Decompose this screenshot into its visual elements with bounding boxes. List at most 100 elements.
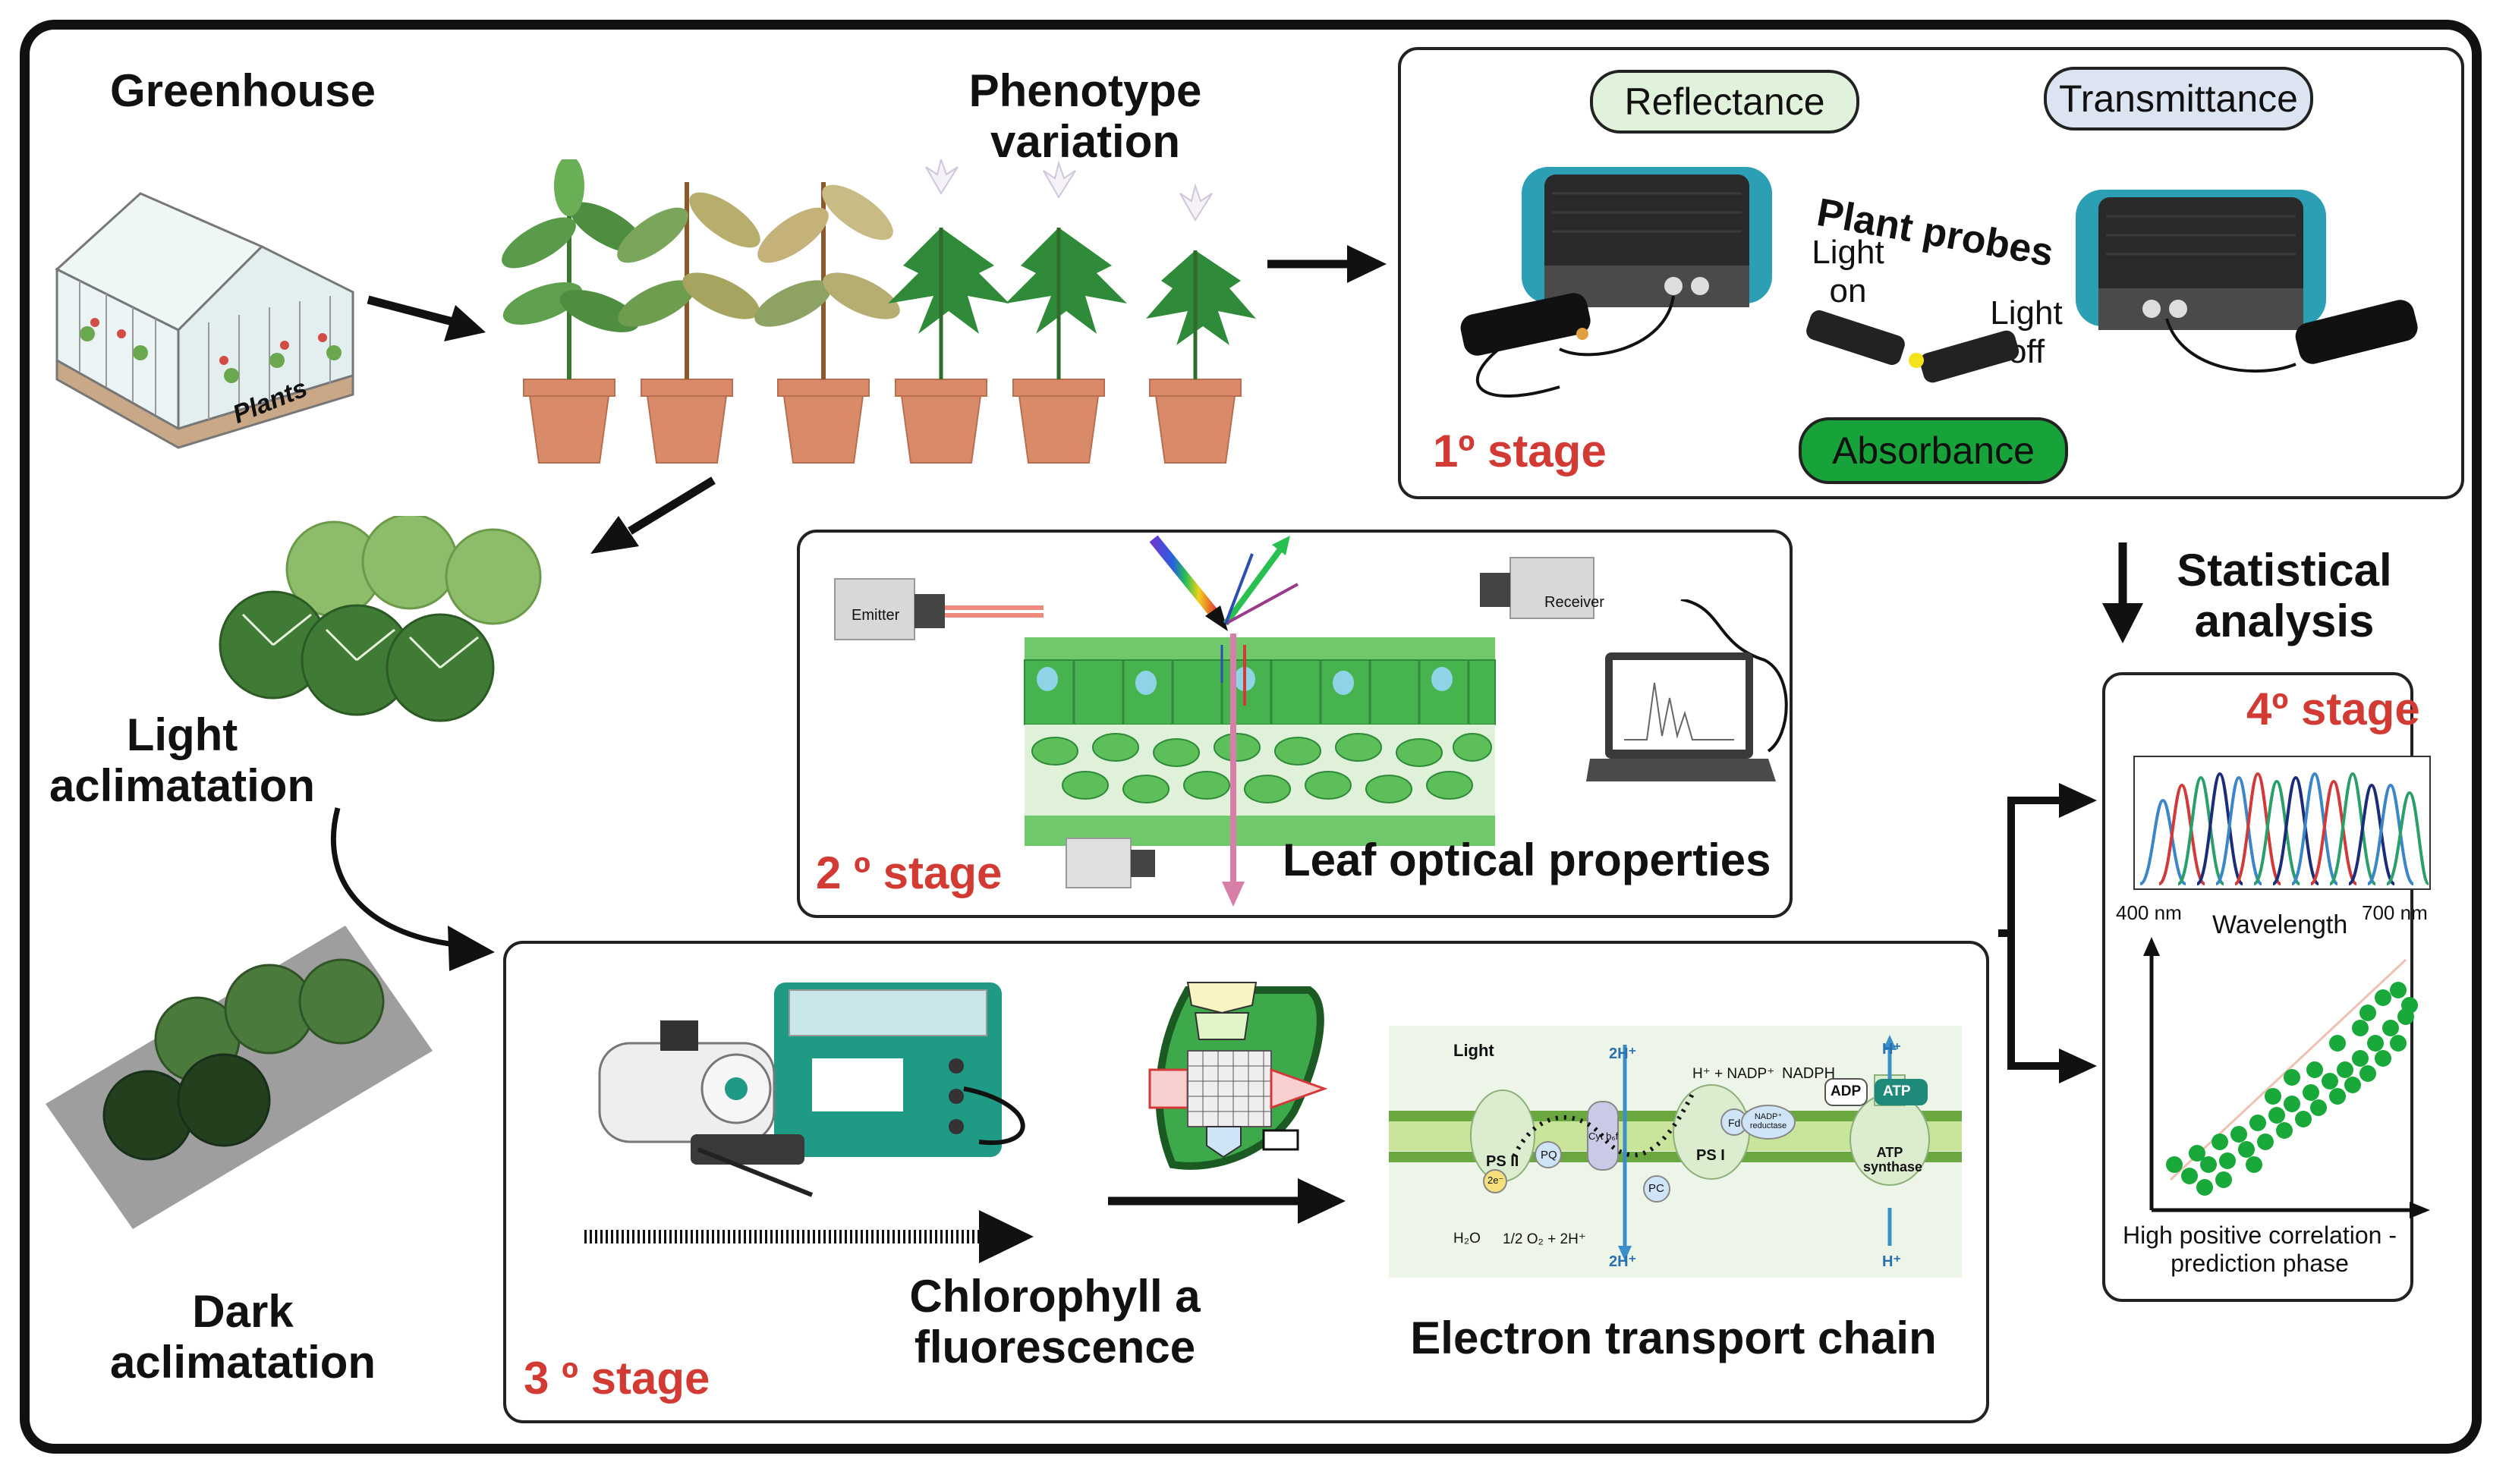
thylakoid-membrane-icon: Light 2H⁺ H⁺ + NADP⁺ NADPH H⁺ ADP ATP PS…	[1389, 1026, 1962, 1278]
light-off-line1: Light	[1990, 294, 2063, 332]
laptop-icon	[1586, 599, 1788, 781]
scatter-point	[2265, 1088, 2281, 1105]
etc-ps2: PS II	[1486, 1153, 1519, 1170]
scatter-plot-icon	[2143, 937, 2430, 1218]
scatter-point	[2359, 1065, 2376, 1082]
scatter-point	[2375, 1050, 2391, 1067]
scatter-point	[2230, 1126, 2247, 1143]
greenhouse-icon	[55, 192, 354, 449]
scatter-point	[2352, 1020, 2369, 1036]
light-leaves-icon	[219, 516, 542, 722]
etc-2h-bottom: 2H⁺	[1609, 1253, 1637, 1270]
stage4-label: 4º stage	[2246, 684, 2420, 734]
leaf-probe-icon	[1460, 293, 1591, 356]
chlorophyll-line2: fluorescence	[914, 1322, 1196, 1373]
emitter-icon	[834, 578, 1044, 640]
scatter-point	[2352, 1050, 2369, 1067]
etc-ps1: PS I	[1696, 1147, 1725, 1164]
phenotype-title-line1: Phenotype	[968, 65, 1202, 116]
scatter-point	[2303, 1084, 2319, 1101]
etc-light: Light	[1453, 1041, 1494, 1060]
phenotype-title: Phenotype variation	[918, 65, 1252, 167]
statistical-line2: analysis	[2194, 596, 2375, 647]
chlorophyll-line1: Chlorophyll a	[909, 1271, 1201, 1322]
statistical-line1: Statistical	[2177, 545, 2392, 596]
reflectance-pill: Reflectance	[1590, 70, 1859, 134]
correlation-label: High positive correlation - prediction p…	[2110, 1221, 2410, 1278]
scatter-point	[2329, 1088, 2346, 1105]
leaf-optical-title: Leaf optical properties	[1283, 835, 1771, 885]
chlorophyll-title: Chlorophyll a fluorescence	[873, 1271, 1237, 1372]
plant-row-icon	[502, 159, 1256, 464]
receiver-label: Receiver	[1544, 594, 1604, 611]
arrow-down-left-icon	[590, 476, 716, 554]
membrane-svg	[1389, 1035, 1962, 1261]
scatter-point	[2284, 1069, 2300, 1086]
leaf-clip-probe-icon	[1806, 310, 2019, 383]
light-on-line2: on	[1829, 272, 1867, 310]
scatter-point	[2306, 1061, 2323, 1078]
etc-nadp-reductase: NADP⁺ reductase	[1749, 1112, 1787, 1131]
etc-nadph: NADPH	[1782, 1065, 1836, 1082]
scatter-point	[2390, 982, 2407, 998]
scatter-point	[2276, 1122, 2293, 1139]
scatter-point	[2166, 1156, 2183, 1173]
leaf-clip-icon	[1148, 982, 1328, 1170]
scatter-point	[2337, 1061, 2353, 1078]
dark-acclimation-line2: aclimatation	[109, 1337, 376, 1388]
correlation-line2: prediction phase	[2171, 1249, 2349, 1277]
arrow-right-icon	[1108, 1178, 1346, 1224]
light-on-line1: Light	[1812, 234, 1884, 271]
branch-arrow-icon	[1998, 783, 2097, 1083]
light-acclimation-line1: Light	[126, 709, 238, 760]
scatter-point	[2249, 1115, 2266, 1131]
etc-oxygen: 1/2 O₂ + 2H⁺	[1503, 1231, 1586, 1247]
scatter-point	[2344, 1077, 2361, 1093]
dark-acclimation-line1: Dark	[192, 1286, 294, 1337]
outer-frame	[20, 20, 2482, 1454]
etc-pq: PQ	[1541, 1149, 1557, 1162]
stage3-label: 3 º stage	[524, 1353, 710, 1404]
scatter-point	[2359, 1005, 2376, 1021]
correlation-line1: High positive correlation -	[2122, 1221, 2397, 1249]
etc-fd: Fd	[1728, 1117, 1741, 1129]
spectrometer-icon	[1460, 167, 1772, 398]
leaf-cross-section-icon	[1024, 535, 1496, 907]
scatter-point	[2189, 1145, 2205, 1162]
scatter-point	[2382, 1020, 2399, 1036]
scatter-point	[2390, 1035, 2407, 1052]
scatter-point	[2212, 1133, 2228, 1150]
light-acclimation-title: Light aclimatation	[30, 709, 334, 811]
light-acclimation-line2: aclimatation	[49, 760, 316, 812]
scatter-point	[2322, 1073, 2338, 1089]
scatter-point	[2295, 1111, 2312, 1127]
wl-right-label: 700 nm	[2362, 901, 2428, 924]
scatter-point	[2284, 1096, 2300, 1112]
emitter-label: Emitter	[852, 607, 900, 624]
etc-title: Electron transport chain	[1410, 1313, 1937, 1363]
etc-2h-top: 2H⁺	[1609, 1045, 1637, 1062]
dark-acclimation-title: Dark aclimatation	[87, 1286, 398, 1388]
curved-arrow-icon	[330, 807, 495, 971]
light-on-label: Light on	[1802, 234, 1894, 310]
arrow-down-icon	[2102, 542, 2143, 643]
arrow-right-icon	[367, 295, 486, 341]
scatter-point	[2375, 989, 2391, 1006]
scatter-point	[2310, 1099, 2327, 1116]
dotted-arrow-icon	[584, 1210, 1034, 1263]
phenotype-title-line2: variation	[990, 116, 1181, 168]
scatter-point	[2401, 997, 2418, 1014]
scatter-point	[2238, 1141, 2255, 1158]
greenhouse-title: Greenhouse	[109, 65, 376, 116]
etc-cytb6f: Cyt b₆f	[1588, 1130, 1619, 1142]
light-off-label: Light off	[1981, 294, 2072, 371]
etc-atp: ATP	[1883, 1083, 1911, 1099]
scatter-point	[2329, 1035, 2346, 1052]
leaf-probe-icon	[2295, 300, 2418, 364]
spectra-plot-icon	[2133, 756, 2431, 890]
stage1-label: 1º stage	[1433, 426, 1607, 476]
etc-h-top: H⁺	[1882, 1041, 1901, 1058]
spectrometer-icon	[2076, 190, 2418, 373]
etc-h-nadp: H⁺ + NADP⁺	[1692, 1066, 1775, 1082]
wl-left-label: 400 nm	[2116, 901, 2182, 924]
